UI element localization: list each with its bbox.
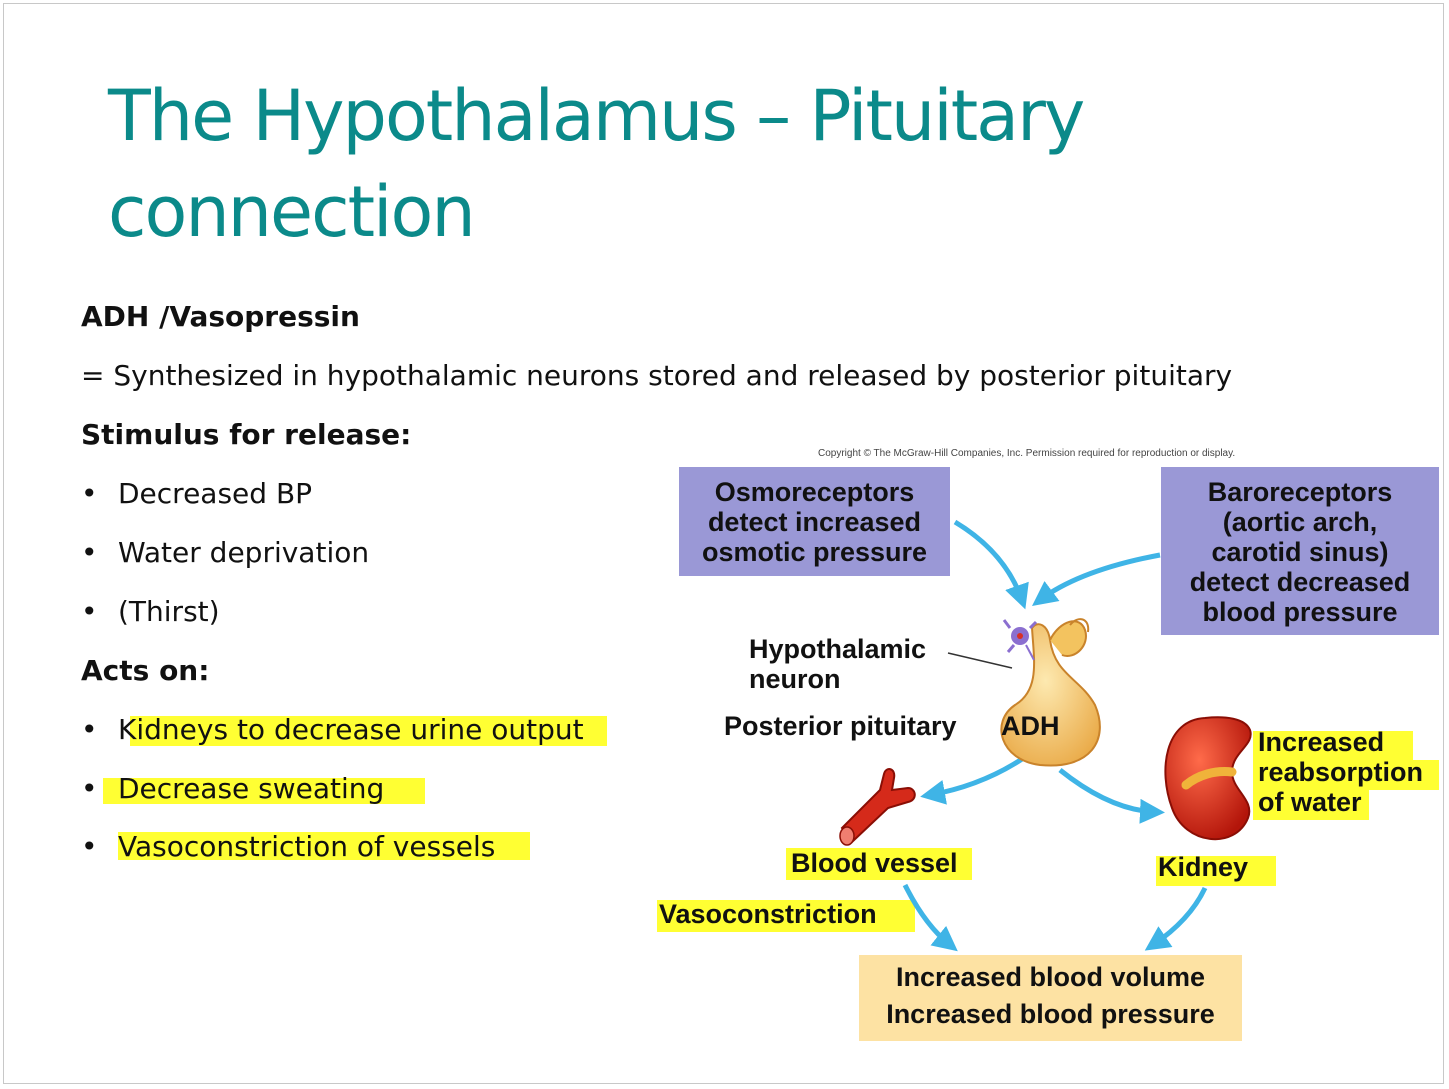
- arrow: [1144, 886, 1208, 951]
- highlight-mark: [1253, 760, 1439, 790]
- arrow: [1058, 768, 1165, 824]
- highlight-mark: [786, 848, 972, 880]
- kidney-label: Kidney: [1158, 852, 1249, 882]
- adh-definition: = Synthesized in hypothalamic neurons st…: [81, 359, 1233, 392]
- posterior-pituitary-label: Posterior pituitary: [724, 711, 957, 741]
- leader-line: [947, 652, 1013, 669]
- highlight-mark: [657, 900, 915, 932]
- blood-vessel-icon: [839, 768, 916, 846]
- arrow: [902, 883, 958, 952]
- copyright-notice: Copyright © The McGraw-Hill Companies, I…: [818, 448, 1236, 459]
- highlight-mark: [103, 778, 425, 804]
- hypothalamic-neuron-label: Hypothalamic neuron: [749, 634, 927, 694]
- kidney-effect-label: Increased reabsorption of water: [1258, 727, 1424, 817]
- kidney-icon: [1164, 716, 1252, 841]
- arrow: [1031, 552, 1161, 606]
- highlight-mark: [118, 832, 530, 860]
- slide-title: The Hypothalamus – Pituitary connection: [108, 75, 1085, 253]
- arrow: [902, 519, 1208, 952]
- baroreceptors-box: Baroreceptors (aortic arch, carotid sinu…: [1161, 467, 1439, 635]
- blood-vessel-label: Blood vessel: [791, 848, 958, 878]
- pituitary-gland-icon: [1000, 618, 1101, 767]
- highlight-mark: [1253, 731, 1413, 761]
- result-box: Increased blood volume Increased blood p…: [859, 955, 1242, 1041]
- arrow: [920, 752, 1030, 805]
- highlight-mark: [1253, 790, 1369, 820]
- highlight-mark: [130, 716, 607, 746]
- neuron-icon: [1002, 619, 1038, 661]
- osmoreceptors-box: Osmoreceptors detect increased osmotic p…: [679, 467, 950, 576]
- stimulus-heading: Stimulus for release:: [81, 418, 412, 451]
- adh-label: ADH: [1001, 711, 1060, 741]
- vasoconstriction-label: Vasoconstriction: [659, 899, 877, 929]
- highlight-mark: [1156, 856, 1276, 886]
- acts-heading: Acts on:: [81, 654, 210, 687]
- arrow: [953, 519, 1029, 610]
- adh-heading: ADH /Vasopressin: [81, 300, 360, 333]
